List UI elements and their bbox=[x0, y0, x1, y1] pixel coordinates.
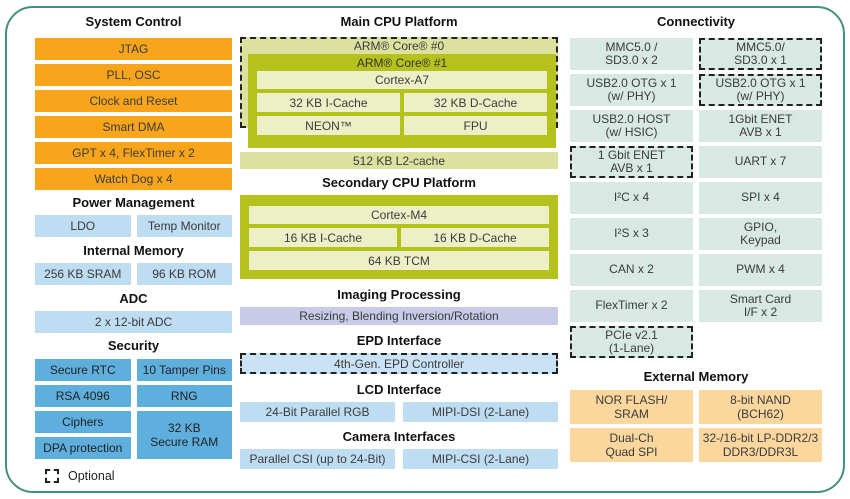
block-dcache-m4: 16 KB D-Cache bbox=[401, 228, 549, 247]
block-icache-m4: 16 KB I-Cache bbox=[249, 228, 397, 247]
block-nor-flash: NOR FLASH/ SRAM bbox=[570, 390, 693, 424]
connectivity-blocks: MMC5.0 / SD3.0 x 2 MMC5.0/ SD3.0 x 1 USB… bbox=[570, 38, 822, 358]
arm-core0-label: ARM® Core® #0 bbox=[353, 39, 445, 53]
block-usb-otg-optional: USB2.0 OTG x 1 (w/ PHY) bbox=[699, 74, 822, 106]
block-i2s: I²S x 3 bbox=[570, 218, 693, 250]
power-management-blocks: LDO Temp Monitor bbox=[35, 215, 232, 237]
block-pwm: PWM x 4 bbox=[699, 254, 822, 286]
external-memory-blocks: NOR FLASH/ SRAM 8-bit NAND (BCH62) Dual-… bbox=[570, 390, 822, 462]
block-fpu: FPU bbox=[404, 116, 547, 135]
block-enet-avb: 1Gbit ENET AVB x 1 bbox=[699, 110, 822, 142]
block-rsa: RSA 4096 bbox=[35, 385, 131, 407]
block-cortex-a7: Cortex-A7 bbox=[257, 71, 547, 89]
lcd-title: LCD Interface bbox=[356, 382, 442, 397]
block-adc: 2 x 12-bit ADC bbox=[35, 311, 232, 333]
block-gpt-flextimer: GPT x 4, FlexTimer x 2 bbox=[35, 142, 232, 164]
optional-dashed-swatch bbox=[45, 469, 59, 483]
block-epd-controller: 4th-Gen. EPD Controller bbox=[240, 353, 558, 374]
block-nand: 8-bit NAND (BCH62) bbox=[699, 390, 822, 424]
security-blocks: Secure RTC 10 Tamper Pins RSA 4096 RNG C… bbox=[35, 359, 232, 459]
block-clock-reset: Clock and Reset bbox=[35, 90, 232, 112]
right-column: Connectivity MMC5.0 / SD3.0 x 2 MMC5.0/ … bbox=[570, 10, 822, 462]
block-neon: NEON™ bbox=[257, 116, 400, 135]
block-usb-host: USB2.0 HOST (w/ HSIC) bbox=[570, 110, 693, 142]
block-quad-spi: Dual-Ch Quad SPI bbox=[570, 428, 693, 462]
block-enet-avb-optional: 1 Gbit ENET AVB x 1 bbox=[570, 146, 693, 178]
block-mipi-csi: MIPI-CSI (2-Lane) bbox=[403, 449, 558, 469]
block-uart: UART x 7 bbox=[699, 146, 822, 178]
block-flextimer: FlexTimer x 2 bbox=[570, 290, 693, 322]
internal-memory-title: Internal Memory bbox=[83, 243, 184, 258]
secondary-cpu-title: Secondary CPU Platform bbox=[322, 175, 476, 190]
secondary-cpu-platform: Cortex-M4 16 KB I-Cache 16 KB D-Cache 64… bbox=[240, 195, 558, 279]
block-secure-rtc: Secure RTC bbox=[35, 359, 131, 381]
middle-column: Main CPU Platform ARM® Core® #0 ARM® Cor… bbox=[240, 10, 558, 469]
block-dpa-protection: DPA protection bbox=[35, 437, 131, 459]
block-gpio-keypad: GPIO, Keypad bbox=[699, 218, 822, 250]
block-sram: 256 KB SRAM bbox=[35, 263, 131, 285]
internal-memory-blocks: 256 KB SRAM 96 KB ROM bbox=[35, 263, 232, 285]
arm-core1-label: ARM® Core® #1 bbox=[356, 56, 448, 70]
block-ldo: LDO bbox=[35, 215, 131, 237]
block-spi: SPI x 4 bbox=[699, 182, 822, 214]
power-management-title: Power Management bbox=[72, 195, 195, 210]
block-cortex-m4: Cortex-M4 bbox=[249, 206, 549, 224]
main-cpu-title: Main CPU Platform bbox=[340, 14, 458, 29]
arm-core1-block: ARM® Core® #1 Cortex-A7 32 KB I-Cache 32… bbox=[248, 54, 556, 148]
system-control-blocks: JTAG PLL, OSC Clock and Reset Smart DMA … bbox=[35, 38, 232, 190]
optional-legend-label: Optional bbox=[68, 469, 115, 483]
block-parallel-csi: Parallel CSI (up to 24-Bit) bbox=[240, 449, 395, 469]
block-ciphers: Ciphers bbox=[35, 411, 131, 433]
lcd-blocks: 24-Bit Parallel RGB MIPI-DSI (2-Lane) bbox=[240, 402, 558, 422]
block-tcm: 64 KB TCM bbox=[249, 251, 549, 270]
diagram-border bbox=[5, 6, 845, 493]
block-icache-a7: 32 KB I-Cache bbox=[257, 93, 400, 112]
block-mipi-dsi: MIPI-DSI (2-Lane) bbox=[403, 402, 558, 422]
block-secure-ram: 32 KB Secure RAM bbox=[136, 411, 232, 459]
optional-legend: Optional bbox=[35, 469, 232, 483]
block-parallel-rgb: 24-Bit Parallel RGB bbox=[240, 402, 395, 422]
block-watchdog: Watch Dog x 4 bbox=[35, 168, 232, 190]
block-l2-cache: 512 KB L2-cache bbox=[240, 152, 558, 169]
block-mmc-sd-x2: MMC5.0 / SD3.0 x 2 bbox=[570, 38, 693, 70]
epd-title: EPD Interface bbox=[356, 333, 442, 348]
system-control-title: System Control bbox=[85, 14, 182, 29]
block-dcache-a7: 32 KB D-Cache bbox=[404, 93, 547, 112]
block-tamper-pins: 10 Tamper Pins bbox=[136, 359, 232, 381]
camera-blocks: Parallel CSI (up to 24-Bit) MIPI-CSI (2-… bbox=[240, 449, 558, 469]
block-rom: 96 KB ROM bbox=[136, 263, 232, 285]
block-imaging: Resizing, Blending Inversion/Rotation bbox=[240, 307, 558, 325]
block-can: CAN x 2 bbox=[570, 254, 693, 286]
connectivity-title: Connectivity bbox=[656, 14, 735, 29]
external-memory-title: External Memory bbox=[643, 369, 749, 384]
block-pcie: PCIe v2.1 (1-Lane) bbox=[570, 326, 693, 358]
block-pll-osc: PLL, OSC bbox=[35, 64, 232, 86]
block-jtag: JTAG bbox=[35, 38, 232, 60]
left-column: System Control JTAG PLL, OSC Clock and R… bbox=[35, 10, 232, 483]
block-smart-dma: Smart DMA bbox=[35, 116, 232, 138]
imaging-title: Imaging Processing bbox=[337, 287, 461, 302]
security-title: Security bbox=[107, 338, 160, 353]
block-mmc-sd-x1: MMC5.0/ SD3.0 x 1 bbox=[699, 38, 822, 70]
block-i2c: I²C x 4 bbox=[570, 182, 693, 214]
block-smart-card: Smart Card I/F x 2 bbox=[699, 290, 822, 322]
camera-title: Camera Interfaces bbox=[342, 429, 456, 444]
main-cpu-platform: ARM® Core® #0 ARM® Core® #1 Cortex-A7 32… bbox=[240, 37, 558, 148]
block-usb-otg: USB2.0 OTG x 1 (w/ PHY) bbox=[570, 74, 693, 106]
block-rng: RNG bbox=[136, 385, 232, 407]
block-ddr: 32-/16-bit LP-DDR2/3 DDR3/DDR3L bbox=[699, 428, 822, 462]
block-temp-monitor: Temp Monitor bbox=[136, 215, 232, 237]
adc-title: ADC bbox=[119, 291, 148, 306]
